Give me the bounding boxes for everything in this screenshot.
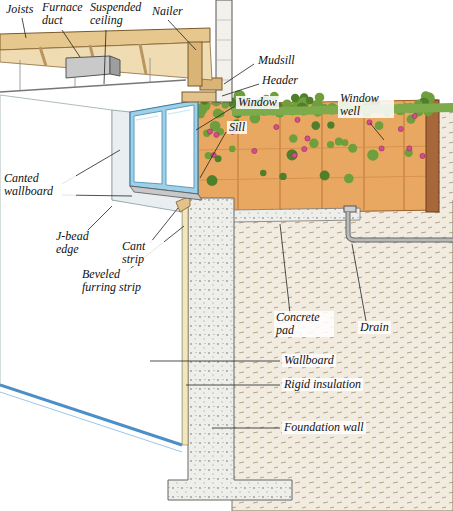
window <box>130 186 202 200</box>
part-label: Window well <box>338 92 394 118</box>
furnace-duct <box>66 56 120 78</box>
header <box>182 92 220 102</box>
leader-lines <box>168 20 196 50</box>
window <box>130 100 202 200</box>
window <box>134 105 194 188</box>
part-label: Rigid insulation <box>282 378 363 391</box>
part-label: Drain <box>358 321 391 334</box>
part-label: Canted wallboard <box>2 172 76 198</box>
joists <box>0 42 212 80</box>
ivy <box>260 170 266 176</box>
leader-lines <box>22 18 384 428</box>
ivy <box>292 153 297 158</box>
leader-lines <box>222 84 259 96</box>
soil <box>232 196 453 511</box>
joists <box>0 28 212 86</box>
part-label: Mudsill <box>256 54 297 67</box>
wallboard <box>0 385 182 445</box>
leader-lines <box>280 224 290 313</box>
part-label: Sill <box>227 121 247 134</box>
rigid-insulation <box>182 205 188 445</box>
ivy <box>379 146 384 151</box>
leader-lines <box>62 30 80 57</box>
ivy <box>327 141 334 148</box>
part-label: Foundation wall <box>282 421 366 434</box>
ivy <box>398 126 403 131</box>
ivy <box>367 149 378 160</box>
ivy <box>274 124 279 129</box>
part-label: Wallboard <box>282 354 336 367</box>
leader-lines <box>370 123 384 140</box>
foundation-wall <box>168 198 292 500</box>
furnace-duct <box>66 56 110 78</box>
ivy <box>309 139 318 148</box>
drain <box>348 212 453 240</box>
house-wall <box>216 20 232 80</box>
rigid-insulation <box>182 205 188 445</box>
header <box>182 92 220 102</box>
ivy <box>295 117 300 122</box>
ivy <box>344 174 354 184</box>
ivy <box>207 129 212 134</box>
window-well <box>198 146 438 180</box>
leader-lines <box>22 18 26 38</box>
ivy <box>305 136 310 141</box>
part-label: Concrete pad <box>274 311 334 337</box>
window <box>130 100 198 194</box>
window <box>136 110 190 120</box>
part-label: Beveled furring strip <box>80 268 156 294</box>
ivy <box>412 113 417 118</box>
drain <box>344 206 453 240</box>
leader-lines <box>352 244 366 321</box>
drain <box>348 212 453 240</box>
part-label: Joists <box>4 3 35 16</box>
ivy <box>291 94 299 102</box>
part-label: Suspended ceiling <box>88 1 154 27</box>
ivy <box>214 132 219 137</box>
leader-lines <box>224 64 254 84</box>
ivy <box>302 146 307 151</box>
leader-lines <box>150 361 280 362</box>
leader-lines <box>212 428 280 429</box>
suspended-ceiling <box>0 80 186 92</box>
ivy <box>311 121 320 130</box>
part-label: Cant strip <box>120 240 164 266</box>
ivy <box>341 139 348 146</box>
ivy <box>279 173 286 180</box>
window-well <box>426 100 439 212</box>
part-label: J-bead edge <box>54 230 106 256</box>
ivy <box>289 134 298 143</box>
ivy <box>229 146 236 153</box>
part-label: Window <box>236 96 279 109</box>
window-well <box>198 100 438 214</box>
drain <box>344 206 356 212</box>
ivy <box>407 146 412 151</box>
suspended-ceiling <box>20 58 150 90</box>
concrete-pad <box>232 208 360 222</box>
ivy <box>327 121 334 128</box>
ivy <box>348 144 357 153</box>
leader-lines <box>200 132 226 178</box>
leader-lines <box>150 208 178 243</box>
ivy <box>286 149 297 160</box>
ivy <box>306 97 314 105</box>
part-label: Header <box>260 74 300 87</box>
ivy <box>252 148 257 153</box>
ivy <box>207 175 218 186</box>
foundation-wall <box>168 198 292 500</box>
suspended-ceiling <box>0 58 186 92</box>
part-label: Furnace duct <box>40 1 94 27</box>
part-label: Nailer <box>150 5 185 18</box>
concrete-pad <box>232 208 360 222</box>
ivy <box>375 121 384 130</box>
furnace-duct <box>110 56 120 76</box>
ivy <box>320 171 330 181</box>
ivy <box>335 138 343 146</box>
leader-lines <box>186 385 280 386</box>
leader-lines <box>104 30 106 84</box>
ivy <box>420 153 425 158</box>
wallboard <box>0 392 182 452</box>
